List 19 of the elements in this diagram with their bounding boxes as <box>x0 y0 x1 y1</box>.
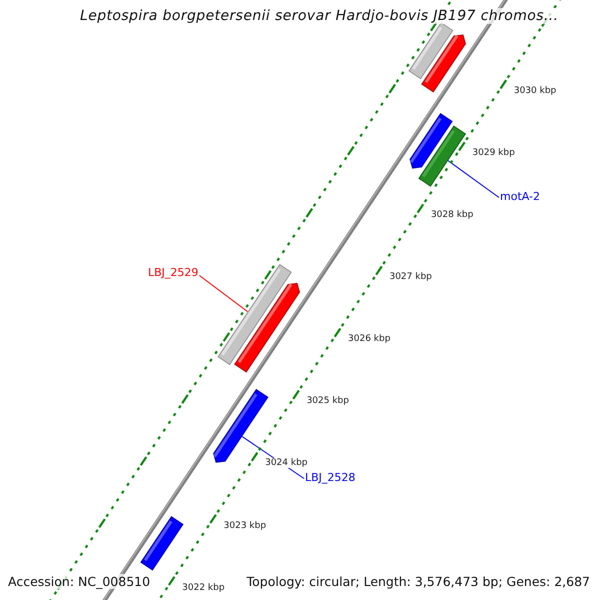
gene-bar <box>140 516 184 571</box>
gene-label: LBJ_2529 <box>148 266 198 279</box>
gene-label: LBJ_2528 <box>305 471 356 484</box>
scale-label: 3029 kbp <box>472 148 515 158</box>
gene-bar <box>234 282 300 373</box>
scale-label: 3028 kbp <box>430 210 474 220</box>
scale-label: 3024 kbp <box>265 458 308 468</box>
scale-label: 3022 kbp <box>182 582 225 593</box>
scale-label: 3027 kbp <box>389 272 432 282</box>
scale-label: 3026 kbp <box>348 334 390 344</box>
scale-label: 3023 kbp <box>224 520 266 531</box>
gene-bar <box>421 34 466 93</box>
scale-label: 3030 kbp <box>514 86 556 96</box>
summary-text: Topology: circular; Length: 3,576,473 bp; Genes: 2,687 <box>246 574 590 589</box>
leader-line <box>448 160 500 198</box>
accession-text: Accession: NC_008510 <box>8 574 150 589</box>
gene-bar <box>418 126 466 187</box>
scale-label: 3025 kbp <box>306 396 349 406</box>
gene-label: motA-2 <box>500 190 540 203</box>
